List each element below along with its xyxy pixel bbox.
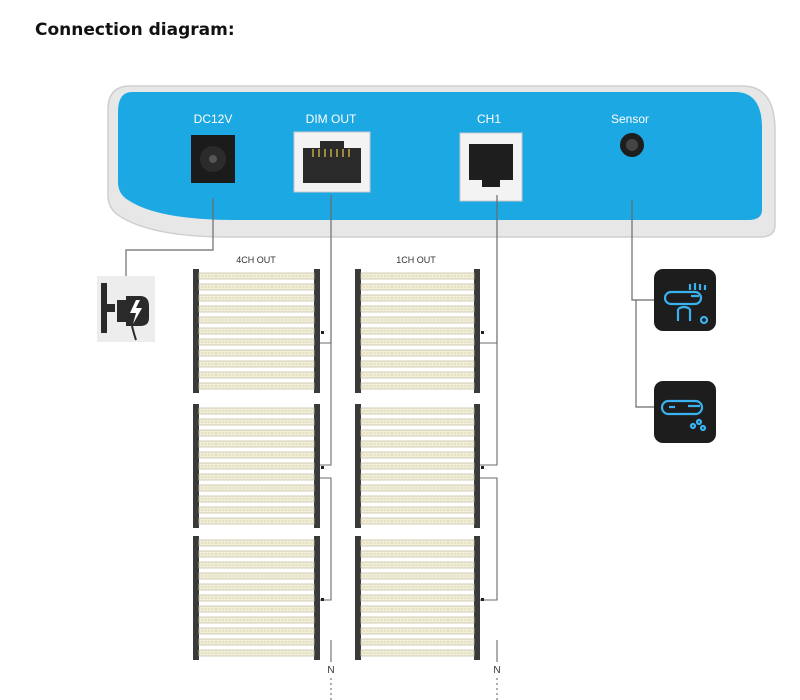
light-banks: 4CH OUT N 1CH OUT N (193, 195, 501, 700)
port-label-dc12v: DC12V (194, 112, 233, 126)
dc12v-jack (191, 135, 235, 183)
bank-label: 1CH OUT (396, 255, 436, 265)
daisy-chain-cable (480, 477, 498, 601)
daisy-chain-cable (320, 477, 332, 601)
temperature-humidity-sensor-icon (654, 269, 716, 331)
chain-end-label: N (493, 665, 500, 676)
chain-end-label: N (327, 665, 334, 676)
grow-light-panel (193, 269, 332, 466)
grow-light-panel (355, 269, 498, 466)
light-bank: 4CH OUT N (193, 195, 335, 700)
grow-light-panel (193, 536, 324, 660)
power-connection (125, 198, 214, 276)
sensor-connection (631, 200, 654, 408)
diagram-title: Connection diagram: (35, 20, 235, 40)
controller-front-panel (118, 92, 762, 220)
grow-light-panel (355, 536, 484, 660)
light-bank: 1CH OUT N (355, 195, 501, 700)
power-adapter-icon (97, 276, 155, 342)
grow-light-panel (355, 404, 498, 601)
temperature-sensor-probe-icon (654, 381, 716, 443)
port-label-ch1: CH1 (477, 112, 501, 126)
port-label-sensor: Sensor (611, 112, 649, 126)
daisy-chain-cable (320, 342, 332, 466)
bank-label: 4CH OUT (236, 255, 276, 265)
daisy-chain-cable (480, 342, 498, 466)
sensor-audio-jack (620, 133, 644, 157)
dim-out-rj45-port (293, 131, 371, 193)
ch1-rj11-port (459, 132, 523, 202)
grow-light-panel (193, 404, 332, 601)
controller-unit: DC12V DIM OUT CH1 Sensor (107, 85, 776, 238)
port-label-dim-out: DIM OUT (306, 112, 357, 126)
